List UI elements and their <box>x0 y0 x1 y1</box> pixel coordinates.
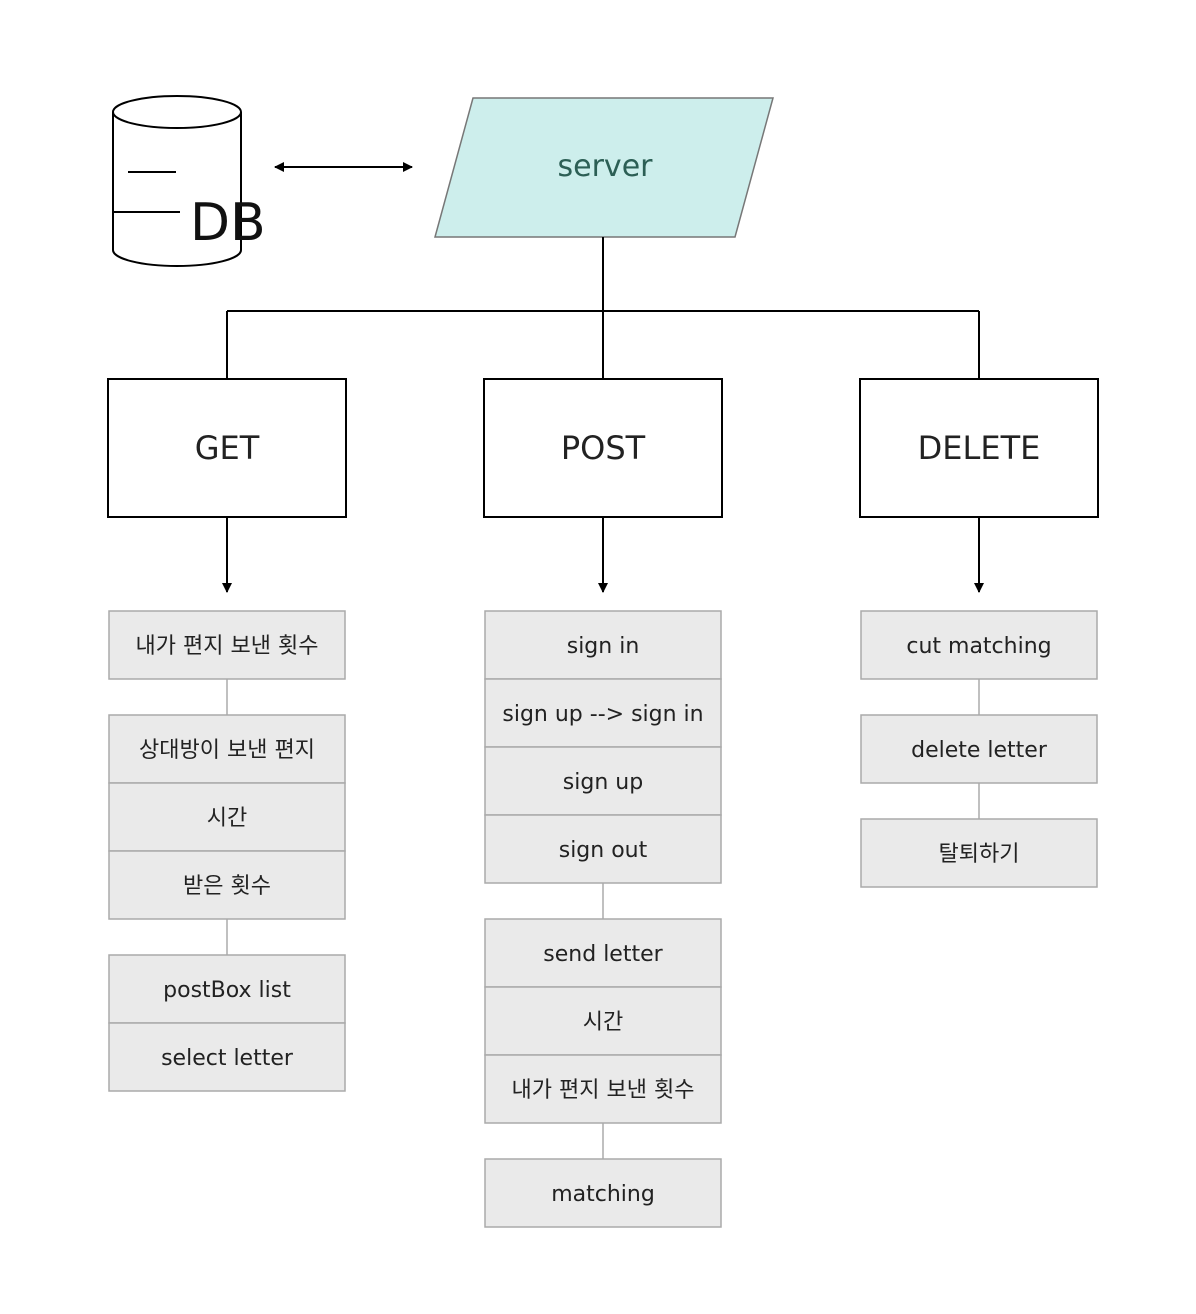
endpoint-label: 시간 <box>207 806 247 831</box>
endpoint-item <box>484 814 722 884</box>
endpoint-label: cut matching <box>906 634 1051 659</box>
endpoint-item <box>484 918 722 988</box>
method-box-post <box>483 378 723 518</box>
endpoint-label: send letter <box>543 942 663 967</box>
endpoint-item <box>484 678 722 748</box>
tree-connectors <box>226 237 980 379</box>
method-column-post: POST sign in sign up --> sign in sign up sig… <box>483 378 723 1228</box>
endpoint-label: 내가 편지 보낸 횟수 <box>136 634 319 659</box>
endpoint-item <box>484 746 722 816</box>
method-column-delete: DELETE cut matching delete letter 탈퇴하기 <box>859 378 1099 888</box>
endpoint-label: 탈퇴하기 <box>939 842 1020 867</box>
endpoint-label: 상대방이 보낸 편지 <box>139 738 315 763</box>
endpoint-label: 받은 횟수 <box>183 874 271 899</box>
method-label-get: GET <box>195 429 260 467</box>
endpoint-label: sign out <box>559 838 648 863</box>
endpoint-label: 시간 <box>583 1010 623 1035</box>
endpoint-label: delete letter <box>911 738 1048 763</box>
endpoint-label: sign in <box>567 634 640 659</box>
server-label: server <box>558 149 654 184</box>
db-label: DB <box>190 193 266 253</box>
endpoint-label: sign up --> sign in <box>502 702 703 727</box>
server-node: server <box>434 97 774 238</box>
endpoint-item <box>108 610 346 680</box>
endpoint-label: matching <box>551 1182 655 1207</box>
endpoint-item <box>484 1054 722 1124</box>
database-icon: DB <box>112 95 266 267</box>
endpoint-label: postBox list <box>163 978 291 1003</box>
method-label-post: POST <box>561 429 646 467</box>
endpoint-item <box>484 1158 722 1228</box>
endpoint-item <box>108 850 346 920</box>
endpoint-label: 내가 편지 보낸 횟수 <box>512 1078 695 1103</box>
endpoint-item <box>484 610 722 680</box>
endpoint-item <box>860 714 1098 784</box>
endpoint-label: sign up <box>563 770 643 795</box>
endpoint-label: select letter <box>161 1046 294 1071</box>
endpoint-item <box>108 954 346 1024</box>
method-box-delete <box>859 378 1099 518</box>
endpoint-item <box>860 610 1098 680</box>
method-label-delete: DELETE <box>918 429 1041 467</box>
endpoint-item <box>108 1022 346 1092</box>
endpoint-item <box>484 986 722 1056</box>
endpoint-item <box>860 818 1098 888</box>
